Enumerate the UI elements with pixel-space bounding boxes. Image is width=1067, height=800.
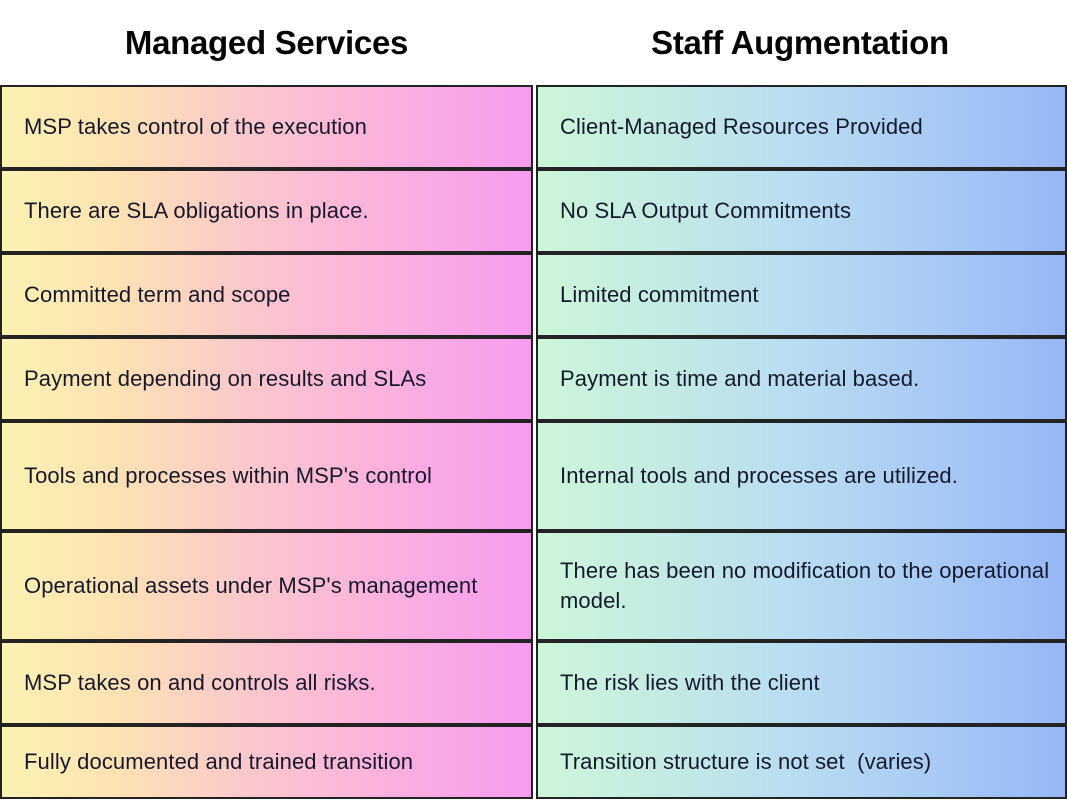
comparison-columns: MSP takes control of the execution There… [0,85,1067,799]
table-row: MSP takes on and controls all risks. [0,641,533,725]
cell-text: Payment is time and material based. [560,366,920,391]
cell-text: Transition structure is not set (varies) [560,749,932,774]
table-row: Committed term and scope [0,253,533,337]
table-row: Payment depending on results and SLAs [0,337,533,421]
cell-text: Committed term and scope [24,282,291,307]
managed-services-table: MSP takes control of the execution There… [0,85,533,799]
cell-staff-augmentation: Internal tools and processes are utilize… [536,421,1067,531]
cell-managed-services: Payment depending on results and SLAs [0,337,533,421]
cell-staff-augmentation: There has been no modification to the op… [536,531,1067,641]
column-header-staff-augmentation: Staff Augmentation [651,24,949,61]
cell-text: There has been no modification to the op… [560,558,1056,613]
table-row: Limited commitment [536,253,1067,337]
cell-managed-services: Committed term and scope [0,253,533,337]
table-row: Operational assets under MSP's managemen… [0,531,533,641]
table-row: Internal tools and processes are utilize… [536,421,1067,531]
cell-text: Tools and processes within MSP's control [24,463,433,488]
table-row: The risk lies with the client [536,641,1067,725]
cell-managed-services: MSP takes control of the execution [0,85,533,169]
table-row: There has been no modification to the op… [536,531,1067,641]
cell-staff-augmentation: Transition structure is not set (varies) [536,725,1067,799]
table-row: There are SLA obligations in place. [0,169,533,253]
cell-staff-augmentation: Client-Managed Resources Provided [536,85,1067,169]
table-row: Fully documented and trained transition [0,725,533,799]
table-row: Tools and processes within MSP's control [0,421,533,531]
cell-text: Operational assets under MSP's managemen… [24,573,478,598]
cell-managed-services: Tools and processes within MSP's control [0,421,533,531]
column-header-managed-services: Managed Services [124,24,409,61]
cell-managed-services: Operational assets under MSP's managemen… [0,531,533,641]
cell-staff-augmentation: Limited commitment [536,253,1067,337]
cell-text: No SLA Output Commitments [560,198,852,223]
cell-managed-services: There are SLA obligations in place. [0,169,533,253]
staff-augmentation-rows: Client-Managed Resources Provided No SLA… [536,85,1067,799]
cell-staff-augmentation: The risk lies with the client [536,641,1067,725]
cell-managed-services: Fully documented and trained transition [0,725,533,799]
cell-managed-services: MSP takes on and controls all risks. [0,641,533,725]
table-row: MSP takes control of the execution [0,85,533,169]
column-headers: Managed Services Staff Augmentation [0,0,1067,85]
cell-text: Payment depending on results and SLAs [24,366,427,391]
cell-text: There are SLA obligations in place. [24,198,369,223]
cell-text: Internal tools and processes are utilize… [560,463,958,488]
staff-augmentation-table: Client-Managed Resources Provided No SLA… [536,85,1067,799]
cell-text: MSP takes control of the execution [24,114,367,139]
table-row: Transition structure is not set (varies) [536,725,1067,799]
managed-services-rows: MSP takes control of the execution There… [0,85,533,799]
table-row: Client-Managed Resources Provided [536,85,1067,169]
cell-staff-augmentation: Payment is time and material based. [536,337,1067,421]
cell-staff-augmentation: No SLA Output Commitments [536,169,1067,253]
cell-text: MSP takes on and controls all risks. [24,670,376,695]
table-row: Payment is time and material based. [536,337,1067,421]
cell-text: Client-Managed Resources Provided [560,114,923,139]
table-row: No SLA Output Commitments [536,169,1067,253]
cell-text: The risk lies with the client [560,670,820,695]
cell-text: Fully documented and trained transition [24,749,414,774]
cell-text: Limited commitment [560,282,759,307]
